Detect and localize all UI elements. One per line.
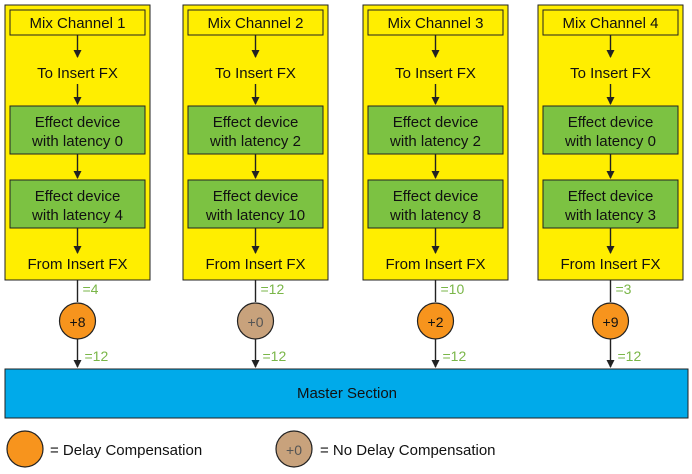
latency-sum-before: =4 xyxy=(83,281,99,297)
effect-device-box[interactable] xyxy=(367,179,504,229)
from-insert-fx-label: From Insert FX xyxy=(560,256,660,273)
delay-compensation-legend-label: = Delay Compensation xyxy=(50,442,202,459)
effect-device-name: Effect device xyxy=(393,188,479,205)
effect-device-latency: with latency 2 xyxy=(209,133,301,150)
delay-compensation-legend-icon xyxy=(6,430,44,468)
no-delay-compensation-legend-label: = No Delay Compensation xyxy=(320,442,496,459)
channel-title: Mix Channel 3 xyxy=(388,15,484,32)
to-insert-fx-label: To Insert FX xyxy=(215,65,296,82)
mix-channel-2: Mix Channel 2 To Insert FX Effect device wi… xyxy=(182,4,329,368)
latency-sum-before: =3 xyxy=(616,281,632,297)
effect-device-box[interactable] xyxy=(187,105,324,155)
legend: = Delay Compensation +0 = No Delay Compe… xyxy=(6,430,496,468)
compensation-value: +2 xyxy=(428,314,444,330)
mix-channel-3: Mix Channel 3 To Insert FX Effect device wi… xyxy=(362,4,509,368)
effect-device-box[interactable] xyxy=(187,179,324,229)
latency-sum-before: =10 xyxy=(441,281,465,297)
master-section-label: Master Section xyxy=(297,385,397,402)
compensation-value: +8 xyxy=(70,314,86,330)
effect-device-latency: with latency 8 xyxy=(389,207,481,224)
latency-sum-after: =12 xyxy=(443,348,467,364)
effect-device-box[interactable] xyxy=(367,105,504,155)
channel-title: Mix Channel 2 xyxy=(208,15,304,32)
effect-device-latency: with latency 0 xyxy=(31,133,123,150)
channel-title-box[interactable] xyxy=(367,9,504,36)
to-insert-fx-label: To Insert FX xyxy=(570,65,651,82)
no-delay-compensation-legend-icon xyxy=(275,430,313,468)
latency-sum-after: =12 xyxy=(263,348,287,364)
channel-title: Mix Channel 1 xyxy=(30,15,126,32)
effect-device-name: Effect device xyxy=(213,114,299,131)
mix-channel-1: Mix Channel 1 To Insert FX Effect device wi… xyxy=(4,4,151,368)
effect-device-name: Effect device xyxy=(213,188,299,205)
latency-sum-after: =12 xyxy=(618,348,642,364)
from-insert-fx-label: From Insert FX xyxy=(385,256,485,273)
channel-title-box[interactable] xyxy=(9,9,146,36)
effect-device-name: Effect device xyxy=(568,188,654,205)
effect-device-latency: with latency 4 xyxy=(31,207,123,224)
to-insert-fx-label: To Insert FX xyxy=(395,65,476,82)
effect-device-name: Effect device xyxy=(35,188,121,205)
master-section-box[interactable] xyxy=(4,368,689,419)
effect-device-latency: with latency 0 xyxy=(564,133,656,150)
effect-device-name: Effect device xyxy=(568,114,654,131)
effect-device-latency: with latency 10 xyxy=(205,207,305,224)
latency-sum-after: =12 xyxy=(85,348,109,364)
no-delay-compensation-legend-symbol: +0 xyxy=(286,442,302,458)
from-insert-fx-label: From Insert FX xyxy=(205,256,305,273)
latency-sum-before: =12 xyxy=(261,281,285,297)
channel-title: Mix Channel 4 xyxy=(563,15,659,32)
master-section[interactable]: Master Section xyxy=(4,368,689,419)
effect-device-latency: with latency 3 xyxy=(564,207,656,224)
effect-device-name: Effect device xyxy=(35,114,121,131)
compensation-value: +9 xyxy=(603,314,619,330)
effect-device-box[interactable] xyxy=(9,105,146,155)
compensation-value: +0 xyxy=(248,314,264,330)
effect-device-box[interactable] xyxy=(542,179,679,229)
effect-device-latency: with latency 2 xyxy=(389,133,481,150)
mix-channel-4: Mix Channel 4 To Insert FX Effect device wi… xyxy=(537,4,684,368)
channels-layer: Mix Channel 1 To Insert FX Effect device wi… xyxy=(4,4,684,368)
to-insert-fx-label: To Insert FX xyxy=(37,65,118,82)
from-insert-fx-label: From Insert FX xyxy=(27,256,127,273)
effect-device-box[interactable] xyxy=(542,105,679,155)
effect-device-name: Effect device xyxy=(393,114,479,131)
